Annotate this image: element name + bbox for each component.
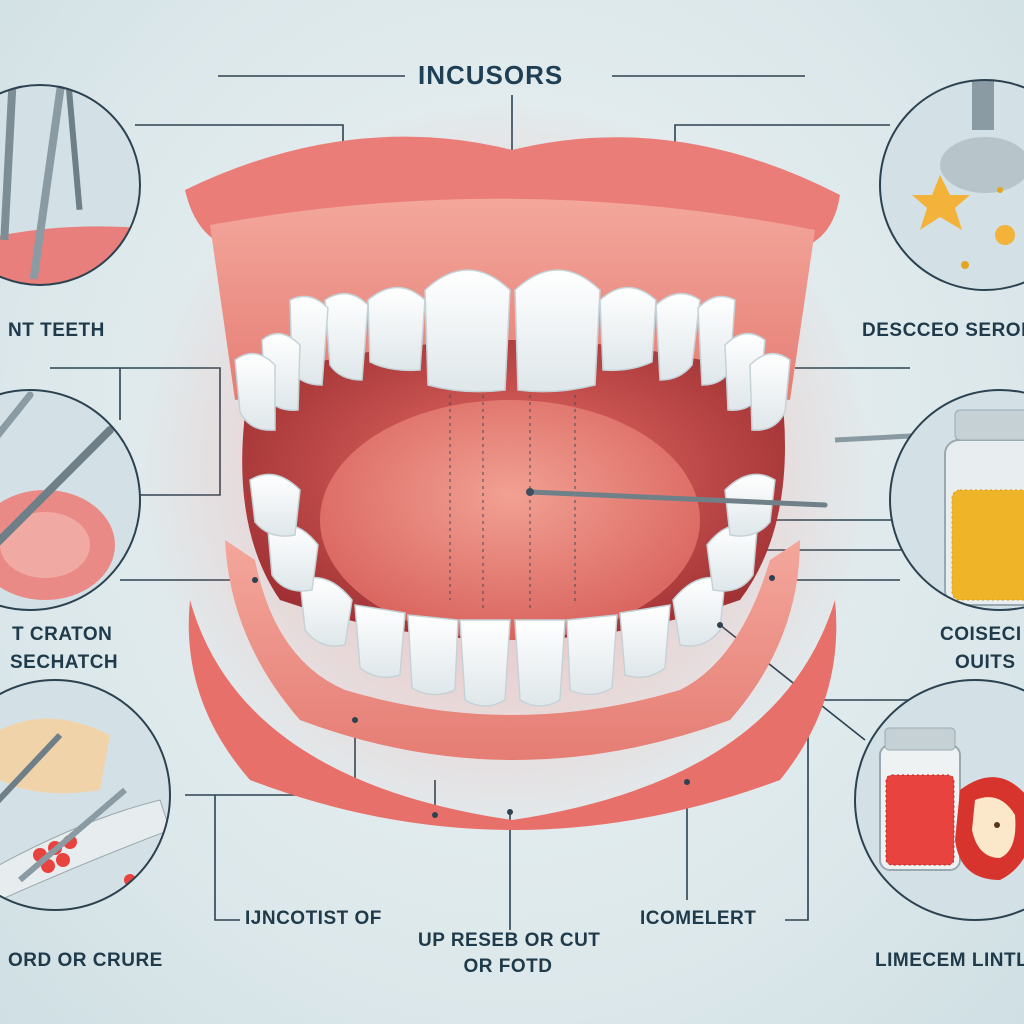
label-left-mid-line1: T CRATON (12, 624, 113, 645)
label-right-mid-line2: OUITS (955, 652, 1016, 673)
label-left-bottom: ORD OR CRURE (8, 950, 163, 971)
forceps-with-tissue-icon (0, 679, 171, 911)
mouth (135, 100, 875, 840)
label-right-mid-line1: COISECI (940, 624, 1022, 645)
spoon-with-crumbs-icon (879, 79, 1024, 291)
dental-tweezers-icon (0, 84, 141, 286)
label-bottom-center-line2: OR FOTD (463, 956, 553, 977)
label-bottom-right: ICOMELERT (640, 908, 757, 929)
label-right-top: DESCCEO SEROP (862, 320, 1024, 341)
label-bottom-center-line1: UP RESEB OR CUT (418, 930, 601, 951)
label-left-top: NT TEETH (8, 320, 105, 341)
jar-and-apple-icon (854, 679, 1024, 921)
label-right-bottom: LIMECEM LINTL (875, 950, 1024, 971)
jar-of-granules-icon (889, 389, 1024, 611)
title: INCUSORS (418, 60, 564, 90)
upper-teeth (234, 269, 791, 431)
label-bottom-left: IJNCOTIST OF (245, 908, 382, 929)
label-left-mid-line2: SECHATCH (10, 652, 119, 673)
lower-teeth (249, 473, 776, 707)
scalpel-on-tissue-icon (0, 389, 141, 611)
